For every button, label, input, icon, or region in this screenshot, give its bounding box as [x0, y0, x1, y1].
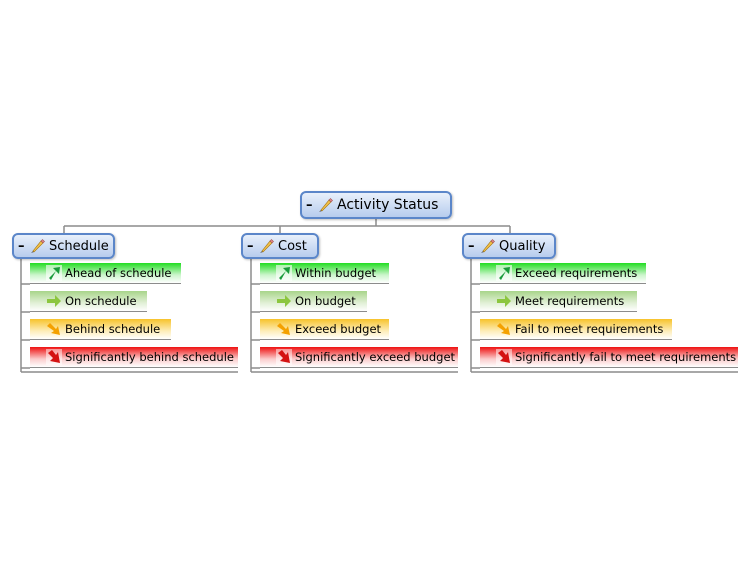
arrow-down-icon	[276, 349, 292, 365]
branch-label: Cost	[278, 238, 307, 254]
branch-label: Quality	[499, 238, 546, 254]
leaf-label: On budget	[295, 294, 356, 308]
leaf-exceed-requirements[interactable]: Exceed requirements	[480, 263, 646, 284]
arrow-right-icon	[47, 295, 61, 307]
leaf-significantly-fail-to-meet-requirements[interactable]: Significantly fail to meet requirements	[480, 347, 738, 368]
pencil-icon	[481, 239, 495, 253]
pencil-icon	[319, 198, 333, 212]
arrow-right-icon	[277, 295, 291, 307]
arrow-down-right-icon	[47, 323, 60, 335]
root-topic-label: Activity Status	[337, 197, 439, 213]
leaf-label: Exceed requirements	[515, 266, 638, 280]
arrow-down-right-icon	[497, 323, 510, 335]
leaf-exceed-budget[interactable]: Exceed budget	[260, 319, 389, 340]
collapse-toggle[interactable]: –	[468, 238, 475, 254]
leaf-significantly-behind-schedule[interactable]: Significantly behind schedule	[30, 347, 238, 368]
leaf-on-budget[interactable]: On budget	[260, 291, 367, 312]
leaf-label: Behind schedule	[65, 322, 161, 336]
leaf-label: Exceed budget	[295, 322, 382, 336]
leaf-within-budget[interactable]: Within budget	[260, 263, 389, 284]
arrow-down-right-icon	[277, 323, 290, 335]
leaf-label: Ahead of schedule	[65, 266, 172, 280]
leaf-label: On schedule	[65, 294, 137, 308]
leaf-label: Fail to meet requirements	[515, 322, 664, 336]
collapse-toggle[interactable]: –	[247, 238, 254, 254]
arrow-up-right-icon	[276, 265, 292, 281]
branch-topic-quality[interactable]: – Quality	[462, 233, 556, 259]
collapse-toggle[interactable]: –	[306, 197, 313, 213]
collapse-toggle[interactable]: –	[18, 238, 25, 254]
pencil-icon	[31, 239, 45, 253]
branch-topic-schedule[interactable]: – Schedule	[12, 233, 115, 259]
branch-topic-cost[interactable]: – Cost	[241, 233, 319, 259]
arrow-down-icon	[496, 349, 512, 365]
arrow-up-right-icon	[46, 265, 62, 281]
leaf-label: Meet requirements	[515, 294, 625, 308]
leaf-on-schedule[interactable]: On schedule	[30, 291, 147, 312]
leaf-ahead-of-schedule[interactable]: Ahead of schedule	[30, 263, 181, 284]
leaf-significantly-exceed-budget[interactable]: Significantly exceed budget	[260, 347, 458, 368]
branch-label: Schedule	[49, 238, 109, 254]
root-topic-activity-status[interactable]: – Activity Status	[300, 191, 452, 219]
leaf-label: Significantly behind schedule	[65, 350, 234, 364]
leaf-label: Within budget	[295, 266, 377, 280]
arrow-right-icon	[497, 295, 511, 307]
leaf-fail-to-meet-requirements[interactable]: Fail to meet requirements	[480, 319, 672, 340]
leaf-meet-requirements[interactable]: Meet requirements	[480, 291, 637, 312]
arrow-up-right-icon	[496, 265, 512, 281]
pencil-icon	[260, 239, 274, 253]
leaf-behind-schedule[interactable]: Behind schedule	[30, 319, 171, 340]
leaf-label: Significantly fail to meet requirements	[515, 350, 737, 364]
leaf-label: Significantly exceed budget	[295, 350, 456, 364]
arrow-down-icon	[46, 349, 62, 365]
